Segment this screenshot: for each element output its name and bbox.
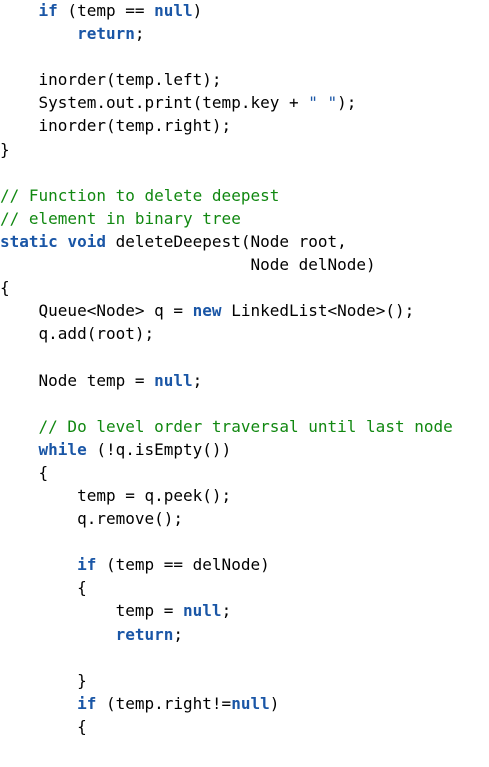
code-text: ) [269, 693, 280, 713]
code-text: q.add(root); [0, 324, 155, 344]
code-line: { [0, 276, 489, 300]
code-comment: // Function to delete deepest [0, 185, 280, 205]
code-text: Node delNode) [0, 255, 376, 275]
code-line: inorder(temp.left); [0, 68, 489, 92]
code-keyword: null [154, 1, 193, 20]
code-text [0, 555, 77, 574]
code-text: deleteDeepest(Node root, [105, 231, 347, 251]
code-line: // Do level order traversal until last n… [0, 415, 489, 439]
code-line: inorder(temp.right); [0, 114, 489, 138]
code-line: { [0, 576, 489, 600]
code-text: { [0, 462, 49, 482]
code-line: q.add(root); [0, 322, 489, 346]
code-text: } [0, 670, 87, 690]
code-text: q.remove(); [0, 509, 184, 529]
code-text: { [0, 278, 10, 298]
code-line [0, 45, 489, 69]
code-text: Node temp = [0, 370, 155, 390]
code-keyword: null [231, 693, 270, 713]
code-comment: // Do level order traversal until last n… [38, 416, 453, 436]
code-line: } [0, 138, 489, 162]
code-line: return; [0, 623, 489, 647]
code-keyword: void [67, 231, 106, 251]
code-line: } [0, 669, 489, 693]
code-line: { [0, 715, 489, 739]
code-text [0, 625, 116, 644]
code-text: temp = q.peek(); [0, 485, 232, 505]
code-text: ; [134, 24, 145, 44]
code-line: temp = q.peek(); [0, 484, 489, 508]
code-keyword: if [38, 1, 58, 20]
code-keyword: if [77, 693, 97, 713]
code-line: Node delNode) [0, 253, 489, 277]
code-text: { [0, 578, 87, 598]
code-text: (temp == [57, 1, 155, 20]
code-text: ); [337, 93, 357, 113]
code-keyword: new [192, 301, 222, 321]
code-line: if (temp.right!=null) [0, 692, 489, 716]
code-line: if (temp == null) [0, 0, 489, 23]
code-text: inorder(temp.left); [0, 70, 222, 90]
code-keyword: null [154, 370, 193, 390]
code-text: ; [192, 370, 203, 390]
code-line [0, 392, 489, 416]
code-line [0, 161, 489, 185]
code-text [58, 232, 68, 251]
code-text: temp = [0, 601, 184, 621]
code-line [0, 345, 489, 369]
code-text [0, 694, 77, 713]
code-string: " " [308, 93, 338, 113]
code-line: System.out.print(temp.key + " "); [0, 91, 489, 115]
code-text [0, 24, 77, 43]
code-text: LinkedList<Node>(); [221, 301, 415, 321]
code-line: q.remove(); [0, 507, 489, 531]
code-text: ; [173, 624, 184, 644]
code-line: while (!q.isEmpty()) [0, 438, 489, 462]
code-text: System.out.print(temp.key + [0, 93, 309, 113]
code-line: // Function to delete deepest [0, 184, 489, 208]
code-text: inorder(temp.right); [0, 116, 232, 136]
code-text [0, 440, 39, 459]
code-text: ; [221, 601, 232, 621]
code-line: { [0, 461, 489, 485]
code-line: Queue<Node> q = new LinkedList<Node>(); [0, 299, 489, 323]
code-line: if (temp == delNode) [0, 553, 489, 577]
code-keyword: null [183, 601, 222, 621]
code-text: (temp.right!= [96, 693, 232, 713]
code-text: { [0, 716, 87, 736]
code-keyword: static [0, 231, 58, 251]
code-line: static void deleteDeepest(Node root, [0, 230, 489, 254]
code-keyword: if [77, 555, 97, 575]
code-text: ) [192, 1, 203, 20]
code-line: Node temp = null; [0, 369, 489, 393]
code-keyword: return [77, 24, 135, 44]
code-keyword: while [38, 439, 87, 459]
code-comment: // element in binary tree [0, 208, 241, 228]
code-line: return; [0, 22, 489, 46]
code-line: // element in binary tree [0, 207, 489, 231]
code-text [0, 417, 39, 436]
code-text: Queue<Node> q = [0, 301, 193, 321]
code-text: (!q.isEmpty()) [86, 439, 232, 459]
code-keyword: return [115, 624, 174, 644]
code-text: (temp == delNode) [96, 555, 270, 575]
code-line: temp = null; [0, 599, 489, 623]
code-text: } [0, 139, 10, 159]
code-line [0, 530, 489, 554]
code-line [0, 646, 489, 670]
code-text [0, 1, 39, 20]
